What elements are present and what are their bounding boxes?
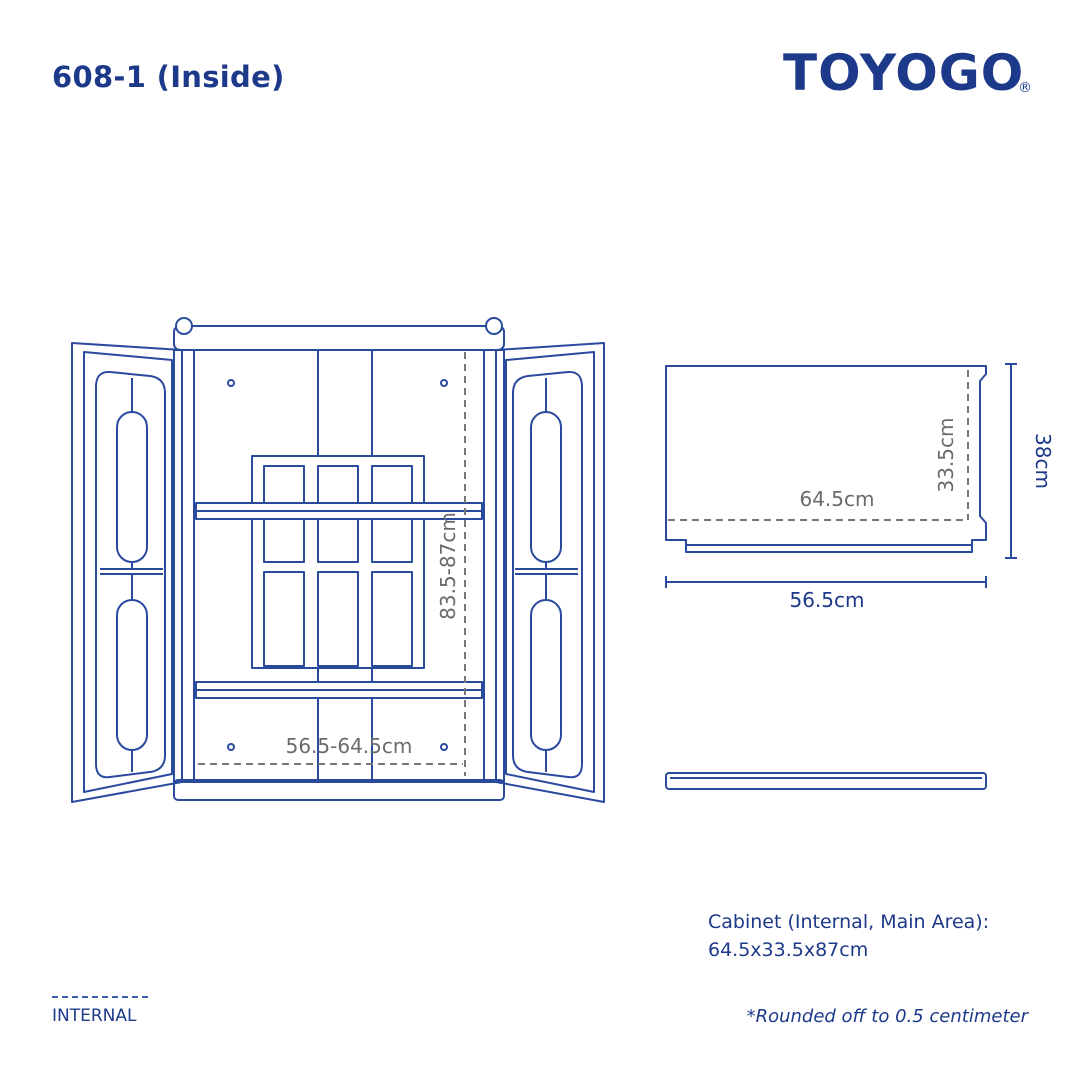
- legend-dash-line: [52, 996, 148, 998]
- rounding-note: *Rounded off to 0.5 centimeter: [746, 1006, 1028, 1027]
- shelf-internal-dims: [668, 370, 969, 521]
- registered-mark: ®: [1018, 80, 1032, 96]
- width-dimension-label: 56.5-64.5cm: [286, 734, 413, 758]
- shelf-top-view: [665, 365, 987, 553]
- page-title: 608-1 (Inside): [52, 60, 285, 94]
- spec-label: Cabinet (Internal, Main Area):: [708, 911, 990, 933]
- shelf-width-outer-label: 56.5cm: [789, 588, 864, 612]
- shelf-width-inner-label: 64.5cm: [799, 487, 874, 511]
- front-internal-dims: [198, 352, 466, 776]
- brand-logo: TOYOGO: [783, 44, 1025, 102]
- right-door: [495, 342, 605, 803]
- left-door: [71, 342, 183, 803]
- spec-value: 64.5x33.5x87cm: [708, 939, 869, 961]
- spec-block: Cabinet (Internal, Main Area): 64.5x33.5…: [708, 908, 989, 964]
- shelf-depth-inner-label: 33.5cm: [934, 417, 958, 492]
- shelf-side-view: [665, 772, 987, 790]
- cabinet-body: [173, 317, 505, 801]
- legend-internal-label: INTERNAL: [52, 1006, 137, 1026]
- shelf-outer-dims: [665, 363, 1017, 588]
- height-dimension-label: 83.5-87cm: [436, 512, 460, 620]
- shelf-depth-outer-label: 38cm: [1031, 433, 1055, 489]
